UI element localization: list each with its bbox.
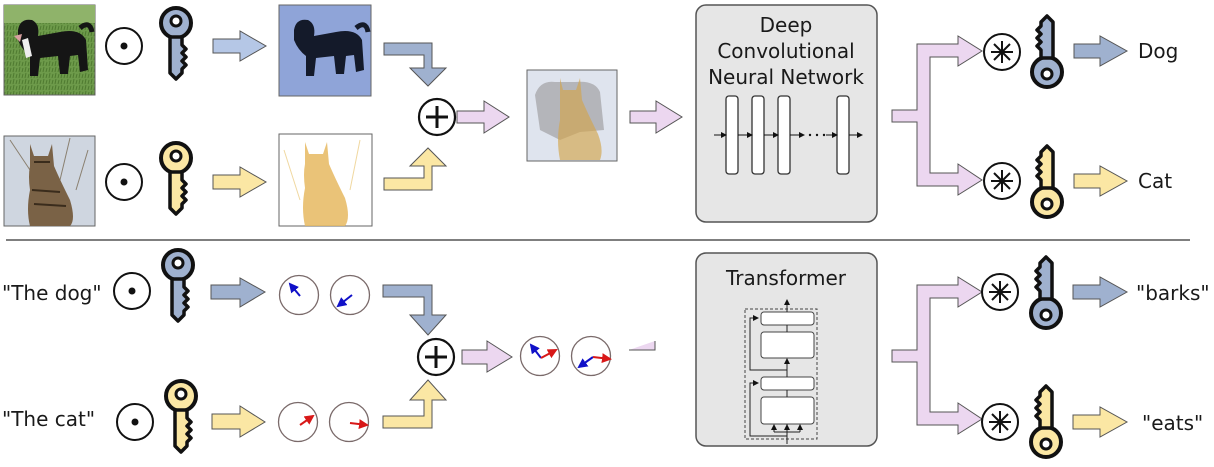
bind-operator-icon: [113, 272, 151, 310]
arrow-to-cnn: [629, 100, 683, 134]
arrow-to-transformer: [629, 341, 656, 351]
cnn-box: Deep Convolutional Neural Network: [695, 4, 878, 223]
arrow-cat-vectors-to-sum: [382, 379, 448, 429]
input-the-dog: "The dog": [2, 281, 102, 305]
bound-dog-image: [278, 4, 372, 97]
superposed-vector-2: [570, 335, 612, 377]
arrow-sum-to-superposed-vectors: [461, 340, 513, 373]
output-barks: "barks": [1136, 281, 1210, 305]
superposed-vector-1: [519, 335, 561, 377]
arrow-dog-to-sum: [383, 42, 448, 87]
split-arrow-bottom: [891, 276, 983, 435]
bind-operator-icon: [105, 27, 143, 65]
arrow-dog-to-bound: [212, 30, 268, 62]
output-eats: "eats": [1142, 411, 1203, 435]
arrow-cat-to-bound: [212, 166, 268, 198]
feed-forward-layer: [760, 331, 815, 359]
blue-key-icon: [1030, 14, 1064, 89]
unbind-operator-icon: [981, 273, 1019, 311]
blue-key-icon: [159, 6, 193, 81]
transformer-box: Transformer: [695, 252, 878, 447]
cat-vector-2: [328, 401, 370, 443]
dog-photo: [3, 4, 96, 96]
arrow-sum-to-superposed: [456, 100, 510, 134]
cnn-layer: [777, 95, 791, 175]
dog-vector-2: [329, 274, 371, 316]
bound-cat-image: [278, 133, 373, 227]
arrow-to-barks-output: [1072, 276, 1129, 308]
output-cat: Cat: [1138, 169, 1172, 193]
arrow-to-dog-output: [1073, 35, 1129, 67]
add-norm-layer: [760, 311, 815, 326]
cnn-layer: [725, 95, 739, 175]
cnn-layer: [836, 95, 850, 175]
add-norm-layer: [760, 376, 815, 391]
superposition-icon: [417, 97, 457, 137]
blue-key-icon: [1029, 255, 1063, 330]
dog-vector-1: [278, 274, 320, 316]
cnn-title-line-1: Deep: [760, 13, 813, 37]
unbind-operator-icon: [983, 33, 1021, 71]
transformer-title: Transformer: [725, 266, 847, 290]
cnn-layer: [751, 95, 765, 175]
yellow-key-icon: [1029, 384, 1063, 459]
yellow-key-icon: [164, 379, 198, 454]
arrow-dog-vectors-to-sum: [382, 284, 448, 336]
unbind-operator-icon: [983, 162, 1021, 200]
yellow-key-icon: [159, 141, 193, 216]
cnn-title-line-2: Convolutional: [717, 39, 854, 63]
cat-photo: [3, 135, 96, 227]
transformer-block: [744, 308, 818, 440]
attention-layer: [760, 396, 815, 425]
arrow-dog-to-vectors: [210, 277, 266, 308]
cnn-title-line-3: Neural Network: [708, 65, 864, 89]
superposed-image: [526, 69, 618, 162]
blue-key-icon: [161, 248, 195, 323]
input-the-cat: "The cat": [2, 407, 95, 431]
split-arrow-top: [891, 35, 983, 196]
bind-operator-icon: [116, 403, 154, 441]
arrow-to-cat-output: [1073, 165, 1129, 197]
arrow-cat-to-sum: [383, 147, 448, 191]
arrow-to-eats-output: [1072, 406, 1129, 438]
superposition-icon: [416, 337, 456, 377]
output-dog: Dog: [1138, 39, 1178, 63]
unbind-operator-icon: [981, 403, 1019, 441]
arrow-cat-to-vectors: [211, 405, 266, 438]
yellow-key-icon: [1030, 144, 1064, 219]
cat-vector-1: [277, 401, 319, 443]
bind-operator-icon: [105, 163, 143, 201]
